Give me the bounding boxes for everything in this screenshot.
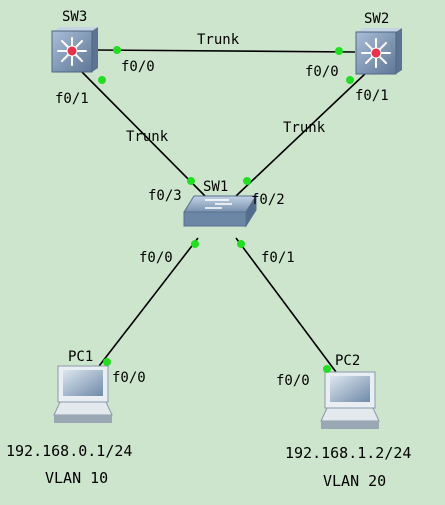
- port-label-sw3-f0-1: f0/1: [55, 91, 89, 107]
- pc2-name-label: PC2: [335, 353, 360, 369]
- port-indicator-sw2-f0-0: [335, 47, 343, 55]
- port-label-sw2-f0-0: f0/0: [305, 64, 339, 80]
- sw2-multilayer-switch-icon[interactable]: [355, 28, 402, 75]
- pc2-vlan-label: VLAN 20: [323, 472, 386, 490]
- pc1-vlan-label: VLAN 10: [45, 469, 108, 487]
- link-label-sw3-sw1: Trunk: [126, 129, 169, 145]
- pc1-computer-icon[interactable]: [53, 365, 113, 423]
- pc1-name-label: PC1: [68, 349, 93, 365]
- port-label-pc2-f0-0: f0/0: [276, 373, 310, 389]
- link-sw1-pc1: [95, 237, 199, 371]
- port-label-sw2-f0-1: f0/1: [355, 88, 389, 104]
- port-label-pc1-f0-0: f0/0: [112, 370, 146, 386]
- port-indicator-pc2-f0-0: [323, 365, 331, 373]
- pc1-ip-address: 192.168.0.1/24: [6, 442, 132, 460]
- sw3-multilayer-switch-icon[interactable]: [51, 27, 98, 73]
- port-label-sw1-f0-1: f0/1: [261, 250, 295, 266]
- pc2-ip-address: 192.168.1.2/24: [285, 444, 411, 462]
- port-label-sw1-f0-3: f0/3: [148, 188, 182, 204]
- port-indicator-sw1-f0-3: [187, 177, 195, 185]
- port-indicator-sw3-f0-0: [113, 46, 121, 54]
- sw2-name-label: SW2: [364, 11, 389, 27]
- sw1-name-label: SW1: [203, 179, 228, 195]
- link-sw1-pc2: [235, 237, 337, 373]
- port-label-sw1-f0-2: f0/2: [251, 192, 285, 208]
- link-label-sw2-sw1: Trunk: [283, 120, 326, 136]
- link-sw3-sw2: [95, 49, 356, 53]
- port-indicator-pc1-f0-0: [103, 358, 111, 366]
- link-label-sw3-sw2: Trunk: [197, 32, 240, 48]
- port-indicator-sw1-f0-2: [243, 177, 251, 185]
- port-indicator-sw1-f0-0: [191, 240, 199, 248]
- port-label-sw3-f0-0: f0/0: [121, 59, 155, 75]
- sw3-name-label: SW3: [62, 9, 87, 25]
- link-sw2-sw1: [235, 71, 368, 197]
- pc2-computer-icon[interactable]: [320, 371, 380, 429]
- sw1-switch-icon[interactable]: [183, 194, 257, 228]
- port-label-sw1-f0-0: f0/0: [139, 250, 173, 266]
- link-sw3-sw1: [81, 71, 206, 197]
- port-indicator-sw2-f0-1: [346, 76, 354, 84]
- port-indicator-sw3-f0-1: [98, 76, 106, 84]
- port-indicator-sw1-f0-1: [237, 240, 245, 248]
